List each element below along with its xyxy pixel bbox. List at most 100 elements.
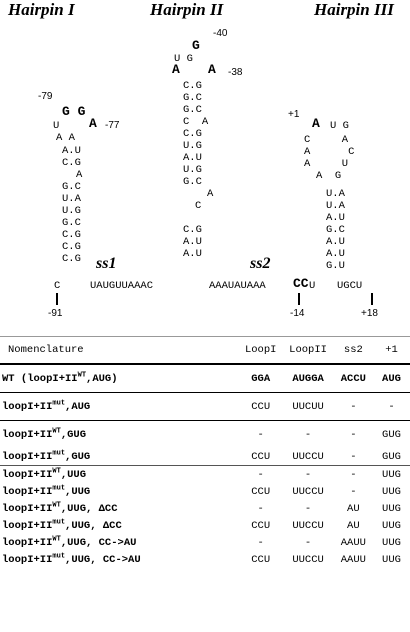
- rna-structure-figure: Hairpin I Hairpin II Hairpin III -40 G U…: [8, 0, 394, 319]
- row-nomenclature: loopI+IIWT,UUG: [0, 465, 239, 483]
- hairpin-i-title: Hairpin I: [8, 0, 75, 19]
- nomenclature-table: Nomenclature LoopI LoopII ss2 +1 WT (loo…: [0, 336, 410, 568]
- hp3-stem-pair: G.U: [326, 260, 345, 272]
- row-loopii: -: [304, 536, 312, 549]
- hp3-stem-pair: U.A: [326, 188, 345, 200]
- header-nomenclature: Nomenclature: [0, 336, 239, 364]
- hp3-stem-pair: A.U: [326, 236, 345, 248]
- header-ss2: ss2: [333, 336, 373, 364]
- row-ss2: -: [333, 465, 373, 483]
- hp1-stem-pair: C.G: [62, 229, 81, 241]
- header-plus1: +1: [372, 336, 410, 364]
- row-p1: UUG: [382, 536, 401, 549]
- hp1-loop-top: G G: [62, 104, 86, 119]
- hp2-stem-pair: C.G: [183, 224, 202, 236]
- hp1-stem-pair: C.G: [62, 241, 81, 253]
- hp3-loop-top-right: U G: [330, 120, 349, 132]
- header-loopii: LoopII: [282, 336, 334, 364]
- row-ss2: -: [350, 450, 357, 463]
- row-ss2: -: [333, 392, 373, 421]
- hp2-stem-pair: U.G: [183, 164, 202, 176]
- row-nomenclature: loopI+IImut,UUG, ΔCC: [2, 518, 122, 532]
- pos-minus-91: -91: [48, 308, 63, 319]
- row-ss2: -: [350, 485, 357, 498]
- hp1-stem-pair: A.U: [62, 145, 81, 157]
- row-p1: GUG: [382, 450, 401, 463]
- row-loopi: -: [239, 420, 283, 448]
- row-loopii: AUGGA: [282, 363, 334, 393]
- hp3-stem-pair: U.A: [326, 200, 345, 212]
- baseline-tail: UGCU: [337, 280, 363, 292]
- hp1-loop-mid-left: U: [53, 120, 60, 132]
- ss2-label: ss2: [250, 255, 271, 272]
- hp1-loop-bot: A A: [56, 132, 75, 144]
- row-loopii: UUCCU: [292, 553, 324, 566]
- hp3-loop-line: C A: [304, 134, 349, 146]
- hp3-loop-top-left: A: [312, 116, 320, 131]
- row-p1: UUG: [382, 553, 401, 566]
- row-loopii: UUCCU: [292, 519, 324, 532]
- row-loopii: -: [282, 465, 334, 483]
- hp1-stem-pair: C.G: [62, 253, 81, 265]
- row-loopi: CCU: [239, 392, 283, 421]
- row-loopi: -: [257, 502, 264, 515]
- row-loopii: UUCCU: [292, 450, 324, 463]
- row-ss2: AU: [347, 519, 360, 532]
- row-ss2: -: [333, 420, 373, 448]
- row-loopi: GGA: [239, 363, 283, 393]
- row-nomenclature: loopI+IIWT,UUG, ΔCC: [2, 501, 118, 515]
- hp2-stem-pair: A.U: [183, 248, 202, 260]
- ss2-cc: CC: [293, 276, 309, 291]
- hp2-stem-pair: A: [207, 188, 214, 200]
- header-loopi: LoopI: [239, 336, 283, 364]
- hp3-loop-line: A U: [304, 158, 349, 170]
- row-ss2: AAUU: [340, 536, 366, 549]
- pos-minus-77: -77: [105, 120, 120, 131]
- row-nomenclature: WT (loopI+IIWT,AUG): [0, 363, 239, 393]
- pos-minus-79: -79: [38, 91, 53, 102]
- hp2-loop-2: U G: [174, 53, 193, 65]
- row-nomenclature: loopI+IIWT,UUG, CC->AU: [2, 535, 137, 549]
- hp1-stem-pair: G.C: [62, 217, 81, 229]
- row-loopii: -: [282, 420, 334, 448]
- tick-plus-18: [371, 293, 373, 305]
- row-nomenclature: loopI+IImut,GUG: [2, 449, 91, 463]
- pos-plus-18: +18: [361, 308, 378, 319]
- hp3-stem-pair: A.U: [326, 248, 345, 260]
- hp2-loop-3-right: A: [208, 62, 216, 77]
- hp2-loop-3-left: A: [172, 62, 180, 77]
- ss1-label: ss1: [96, 255, 117, 272]
- row-loopi: CCU: [251, 519, 271, 532]
- hp2-loop-top: G: [192, 38, 200, 53]
- row-nomenclature: loopI+IImut,AUG: [0, 392, 239, 421]
- row-p1: GUG: [372, 420, 410, 448]
- tick-minus-14: [298, 293, 300, 305]
- hp2-stem-pair: G.C: [183, 176, 202, 188]
- hp3-loop-line: A C: [304, 146, 355, 158]
- hp2-stem-pair: A.U: [183, 152, 202, 164]
- row-p1: -: [372, 392, 410, 421]
- hp2-stem-pair: C A: [183, 116, 209, 128]
- baseline-left-c: C: [54, 280, 61, 292]
- row-loopii: UUCCU: [292, 485, 324, 498]
- pos-minus-38: -38: [228, 67, 243, 78]
- row-p1: UUG: [372, 465, 410, 483]
- row-loopi: -: [257, 536, 264, 549]
- hp1-stem-pair: U.A: [62, 193, 81, 205]
- row-p1: UUG: [382, 502, 401, 515]
- row-loopi: -: [239, 465, 283, 483]
- hp1-loop-mid-right: A: [89, 116, 97, 131]
- hairpin-ii-title: Hairpin II: [150, 0, 224, 19]
- pos-minus-40: -40: [213, 28, 228, 39]
- ss2-sequence: AAAUAUAAA: [209, 280, 266, 292]
- row-ss2: AAUU: [340, 553, 366, 566]
- table-row: loopI+IIWT,UUG---UUG: [0, 465, 410, 483]
- table-row: loopI+IIWT,GUG---GUG: [0, 420, 410, 448]
- row-ss2: ACCU: [333, 363, 373, 393]
- hp2-stem-pair: C.G: [183, 80, 202, 92]
